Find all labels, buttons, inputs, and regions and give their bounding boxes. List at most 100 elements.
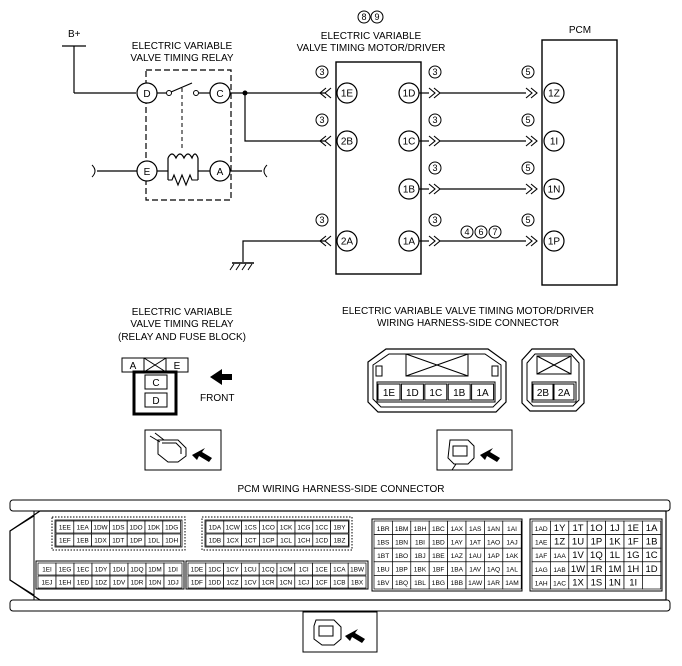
pcm-pin-label: 1AV [469, 567, 482, 574]
pcm-pin-cell [330, 533, 349, 547]
motor-title-line2: VALVE TIMING MOTOR/DRIVER [297, 43, 446, 54]
pcm-pin-label: 1Z [554, 537, 565, 548]
pcm-pin-label: 1DK [148, 525, 161, 532]
pcm-pin-label: 1AR [487, 580, 500, 587]
pcm-pin-label: 1V [572, 550, 584, 561]
pcm-pin-label: 1BV [377, 580, 390, 587]
pcm-pin-label: 1DJ [167, 580, 178, 587]
pcm-pin-label: 1BD [432, 539, 445, 546]
pcm-pin-label: 1CY [226, 567, 239, 574]
relay-terminal-e-label: E [144, 167, 151, 178]
relay-connector-title-line1: ELECTRIC VARIABLE [132, 307, 233, 318]
pcm-pin-label: 1CK [280, 525, 293, 532]
pcm-pin-label: 1AT [469, 539, 481, 546]
note-circle-8 [357, 10, 371, 24]
relay-a-lead-break [263, 164, 268, 178]
circle-note-3 [428, 213, 442, 227]
pcm-pin-label: 1K [609, 537, 621, 548]
connector-mark [525, 135, 538, 147]
pcm-pin-label: 1CB [333, 580, 345, 587]
pcm-pin-label: 1CW [226, 525, 241, 532]
pcm-pin-label: 1AG [535, 567, 548, 574]
pcm-pin-label: 1EH [59, 580, 72, 587]
circle-note-4 [460, 225, 474, 239]
pcm-title: PCM [569, 25, 591, 36]
pcm-pin-label: 1EJ [41, 580, 52, 587]
connector-mark [525, 87, 538, 99]
pcm-pin-label: 1Q [590, 550, 603, 561]
pcm-pin-label: 1DX [94, 538, 107, 545]
relay-terminal-c-label: C [216, 89, 223, 100]
circle-note-3 [428, 65, 442, 79]
pcm-pin-label: 1DO [130, 525, 143, 532]
pcm-pin-label: 1P [591, 537, 603, 548]
motor-connector-pin-label: 1E [383, 388, 396, 399]
pcm-pin-label: 1BF [432, 567, 444, 574]
pcm-pin-label: 1BU [377, 567, 390, 574]
relay-cell-d [144, 392, 168, 408]
pcm-pin-1p [543, 230, 565, 252]
pcm-pin-label: 1C [646, 550, 658, 561]
pcm-pin-label: 1DU [113, 567, 126, 574]
pcm-pin-label: 1CS [244, 525, 256, 532]
pcm-pin-label: 1CQ [262, 567, 275, 574]
relay-switch [157, 82, 210, 148]
pcm-pin-label: 1DA [209, 525, 222, 532]
pcm-pin-label: 1ED [77, 580, 90, 587]
pcm-pin-label: 1AI [507, 526, 517, 533]
pcm-pin-label: 1Y [554, 523, 566, 534]
pcm-pin-label: 1DE [191, 567, 203, 574]
pcm-pin-label: 1CF [315, 580, 327, 587]
pcm-pin-1n [543, 178, 565, 200]
pcm-pin-label: 1G [627, 550, 640, 561]
pcm-pin-label: 1EB [77, 538, 89, 545]
ground-symbol [229, 262, 254, 271]
pcm-pin-label: 1AA [553, 553, 566, 560]
pcm-pin-label: 1J [610, 523, 620, 534]
connector-view-icon [302, 611, 378, 653]
pcm-pin-label: 1BO [395, 553, 408, 560]
pcm-pin-1i [543, 130, 565, 152]
pcm-pin-label: 1B [646, 537, 658, 548]
circle-note-7-label: 7 [492, 227, 497, 237]
pcm-pin-label: 1AD [535, 526, 548, 533]
pcm-connector-title: PCM WIRING HARNESS-SIDE CONNECTOR [237, 484, 444, 495]
pcm-pin-label: 1DL [148, 538, 160, 545]
pcm-pin-label: 1CC [315, 525, 328, 532]
pcm-pin-1z [543, 82, 565, 104]
circle-note-5 [521, 213, 535, 227]
pcm-pin-label: 1O [590, 523, 603, 534]
motor-connector-pin-1a [471, 383, 495, 401]
motor-connector-pin-1c [424, 383, 448, 401]
pcm-pin-cell [347, 575, 367, 589]
circle-note-3-label: 3 [432, 215, 437, 225]
pcm-pin-label: 1CJ [298, 580, 309, 587]
pcm-pin-label: 1EG [59, 567, 72, 574]
circle-note-3-label: 3 [319, 115, 324, 125]
circle-note-5 [521, 161, 535, 175]
circle-note-3-label: 3 [319, 215, 324, 225]
pcm-pin-label: 1DR [131, 580, 144, 587]
motor-connector-pin-2b [532, 383, 554, 401]
pcm-pin-label: 1BZ [334, 538, 346, 545]
motor-connector-main [367, 348, 507, 413]
wire-2a-to-ground [242, 240, 325, 262]
motor-title-line1: ELECTRIC VARIABLE [321, 31, 422, 42]
pcm-pin-label: 1CZ [226, 580, 238, 587]
relay-cell-d-label: D [152, 396, 159, 407]
motor-connector-pin-label: 1A [476, 388, 489, 399]
motor-pin-2a-label: 2A [341, 237, 354, 248]
circle-note-3 [315, 213, 329, 227]
pcm-pin-group-frame [51, 516, 186, 551]
motor-connector-pin-label: 1D [406, 388, 419, 399]
connector-mark [319, 235, 332, 247]
pcm-pin-label: 1BB [451, 580, 464, 587]
pcm-pin-label: 1CE [315, 567, 327, 574]
pcm-pin-label: 1AN [487, 526, 500, 533]
pcm-pin-label: 1DV [113, 580, 126, 587]
motor-pin-1e-label: 1E [341, 89, 354, 100]
connector-mark [525, 235, 538, 247]
relay-terminal-a-label: A [217, 167, 224, 178]
pcm-pin-label: 1AO [487, 539, 500, 546]
